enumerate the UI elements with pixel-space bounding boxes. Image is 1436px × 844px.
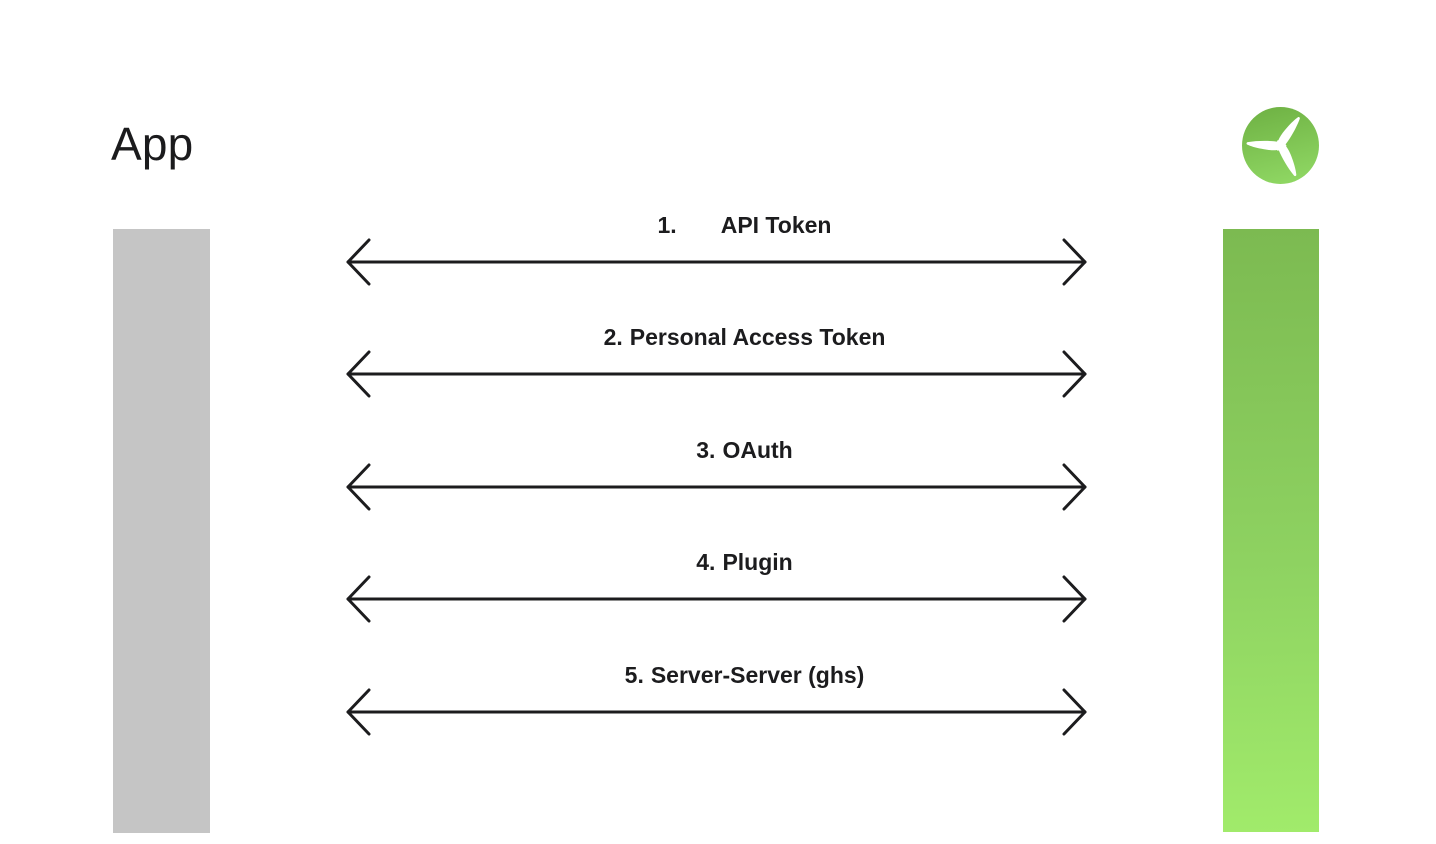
- bidirectional-arrow: [346, 350, 1087, 398]
- connection-number: 5.: [624, 662, 644, 688]
- connection-name: Plugin: [722, 549, 793, 575]
- bidirectional-arrow: [346, 688, 1087, 736]
- connection-name: OAuth: [722, 437, 793, 463]
- connection-row: 1. API Token: [344, 212, 1089, 290]
- connection-label: 3.OAuth: [344, 437, 1089, 463]
- connection-row: 3.OAuth: [344, 437, 1089, 515]
- app-lifeline-bar: [113, 229, 210, 833]
- connection-label: 2.Personal Access Token: [344, 324, 1089, 350]
- connection-number: 1.: [657, 212, 677, 238]
- connection-row: 4.Plugin: [344, 549, 1089, 627]
- bidirectional-arrow: [346, 575, 1087, 623]
- connection-number: 3.: [696, 437, 716, 463]
- connection-label: 4.Plugin: [344, 549, 1089, 575]
- turbine-logo-icon: [1242, 107, 1319, 184]
- connection-row: 5.Server-Server (ghs): [344, 662, 1089, 740]
- connection-number: 4.: [696, 549, 716, 575]
- connection-label: 1. API Token: [344, 212, 1089, 238]
- connection-number: 2.: [603, 324, 623, 350]
- connection-name: Server-Server (ghs): [650, 662, 865, 688]
- bidirectional-arrow: [346, 463, 1087, 511]
- bidirectional-arrow: [346, 238, 1087, 286]
- connection-row: 2.Personal Access Token: [344, 324, 1089, 402]
- service-lifeline-bar: [1223, 229, 1319, 832]
- connection-label: 5.Server-Server (ghs): [344, 662, 1089, 688]
- connection-name: Personal Access Token: [629, 324, 886, 350]
- connection-name: API Token: [720, 212, 832, 238]
- app-entity-label: App: [111, 118, 194, 170]
